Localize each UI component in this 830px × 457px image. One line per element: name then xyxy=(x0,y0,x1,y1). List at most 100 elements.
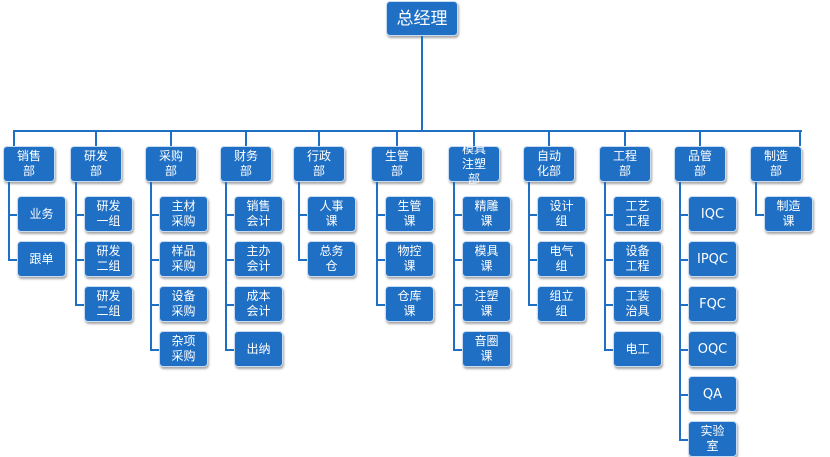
unit-box: 出纳 xyxy=(234,331,283,367)
department-drop-line xyxy=(13,130,15,146)
unit-branch-line xyxy=(225,304,234,306)
department-box: 模具 注塑 部 xyxy=(448,142,500,186)
department-box: 生管 部 xyxy=(371,146,423,182)
unit-box: 人事 课 xyxy=(307,196,356,232)
unit-box: 电工 xyxy=(613,331,662,367)
department-box: 品管 部 xyxy=(674,146,726,182)
department-box: 研发 部 xyxy=(70,146,122,182)
unit-branch-line xyxy=(679,259,688,261)
unit-branch-line xyxy=(376,304,385,306)
unit-box: 设备 采购 xyxy=(159,286,208,322)
unit-branch-line xyxy=(225,259,234,261)
department-box: 工程 部 xyxy=(599,146,651,182)
unit-branch-line xyxy=(8,214,17,216)
unit-branch-line xyxy=(604,259,613,261)
unit-rail-line xyxy=(679,182,681,440)
unit-rail-line xyxy=(150,182,152,350)
unit-box: 精雕 课 xyxy=(462,196,511,232)
unit-branch-line xyxy=(150,304,159,306)
unit-box: 工艺 工程 xyxy=(613,196,662,232)
unit-branch-line xyxy=(528,304,537,306)
unit-branch-line xyxy=(453,214,462,216)
department-drop-line xyxy=(95,130,97,146)
unit-box: FQC xyxy=(688,286,737,322)
unit-box: 业务 xyxy=(17,196,66,232)
unit-rail-line xyxy=(225,182,227,350)
unit-rail-line xyxy=(453,182,455,350)
unit-branch-line xyxy=(8,259,17,261)
unit-branch-line xyxy=(225,214,234,216)
department-bus-line xyxy=(14,130,802,132)
unit-rail-line xyxy=(755,182,757,215)
unit-rail-line xyxy=(604,182,606,350)
department-drop-line xyxy=(396,130,398,146)
unit-box: IQC xyxy=(688,196,737,232)
department-drop-line xyxy=(170,130,172,146)
department-drop-line xyxy=(318,130,320,146)
unit-rail-line xyxy=(8,182,10,260)
unit-branch-line xyxy=(75,214,84,216)
unit-branch-line xyxy=(298,214,307,216)
unit-box: 制造 课 xyxy=(764,196,813,232)
unit-box: 杂项 采购 xyxy=(159,331,208,367)
department-box: 销售 部 xyxy=(3,146,55,182)
unit-rail-line xyxy=(75,182,77,305)
unit-branch-line xyxy=(453,304,462,306)
department-drop-line xyxy=(473,130,475,146)
unit-box: 销售 会计 xyxy=(234,196,283,232)
unit-box: QA xyxy=(688,376,737,412)
unit-branch-line xyxy=(453,259,462,261)
unit-branch-line xyxy=(453,349,462,351)
unit-branch-line xyxy=(679,349,688,351)
unit-branch-line xyxy=(376,214,385,216)
ceo-box: 总经理 xyxy=(386,1,458,36)
unit-branch-line xyxy=(75,304,84,306)
department-box: 财务 部 xyxy=(220,146,272,182)
unit-box: 组立 组 xyxy=(537,286,586,322)
unit-box: 研发 二组 xyxy=(84,286,133,322)
department-drop-line xyxy=(624,130,626,146)
unit-box: 主材 采购 xyxy=(159,196,208,232)
department-box: 制造 部 xyxy=(750,146,802,182)
unit-branch-line xyxy=(604,349,613,351)
unit-branch-line xyxy=(755,214,764,216)
unit-box: 成本 会计 xyxy=(234,286,283,322)
unit-box: 设备 工程 xyxy=(613,241,662,277)
department-box: 自动 化部 xyxy=(523,146,575,182)
unit-box: 工装 治具 xyxy=(613,286,662,322)
unit-branch-line xyxy=(604,304,613,306)
unit-branch-line xyxy=(150,349,159,351)
unit-box: 样品 采购 xyxy=(159,241,208,277)
unit-box: 生管 课 xyxy=(385,196,434,232)
unit-box: IPQC xyxy=(688,241,737,277)
unit-branch-line xyxy=(679,214,688,216)
unit-branch-line xyxy=(528,214,537,216)
unit-branch-line xyxy=(225,349,234,351)
ceo-connector xyxy=(421,36,423,130)
unit-box: 研发 二组 xyxy=(84,241,133,277)
department-drop-line xyxy=(699,130,701,146)
unit-box: 设计 组 xyxy=(537,196,586,232)
unit-box: 跟单 xyxy=(17,241,66,277)
department-box: 行政 部 xyxy=(293,146,345,182)
unit-box: 音圈 课 xyxy=(462,331,511,367)
unit-box: 电气 组 xyxy=(537,241,586,277)
unit-rail-line xyxy=(528,182,530,305)
unit-box: 实验 室 xyxy=(688,421,737,457)
unit-branch-line xyxy=(150,214,159,216)
unit-branch-line xyxy=(298,259,307,261)
unit-box: 仓库 课 xyxy=(385,286,434,322)
unit-rail-line xyxy=(376,182,378,305)
unit-branch-line xyxy=(604,214,613,216)
unit-branch-line xyxy=(150,259,159,261)
unit-box: 研发 一组 xyxy=(84,196,133,232)
unit-rail-line xyxy=(298,182,300,260)
unit-branch-line xyxy=(679,439,688,441)
department-drop-line xyxy=(799,130,801,146)
unit-box: 注塑 课 xyxy=(462,286,511,322)
unit-branch-line xyxy=(679,304,688,306)
unit-box: 总务 仓 xyxy=(307,241,356,277)
department-drop-line xyxy=(245,130,247,146)
unit-branch-line xyxy=(679,394,688,396)
